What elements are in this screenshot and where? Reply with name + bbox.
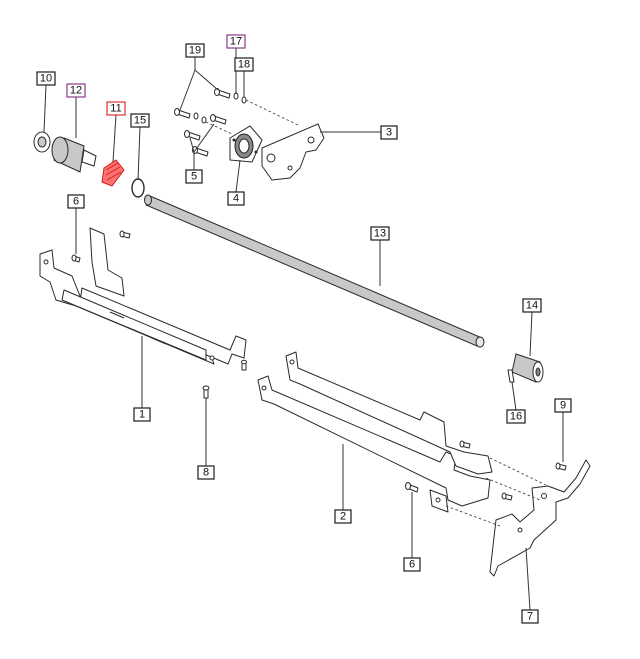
callout-3: 3 [380, 125, 398, 140]
part-1-left-rail [39, 227, 247, 365]
part-8-screw [202, 385, 210, 399]
assembly-line [489, 457, 553, 489]
callout-15: 15 [130, 113, 150, 128]
svg-text:4: 4 [233, 193, 239, 205]
callout-6-bottom: 6 [403, 557, 421, 572]
part-15-retaining-ring [131, 178, 145, 198]
part-6-screw-bottom [405, 482, 419, 493]
callout-18: 18 [234, 57, 254, 72]
callout-2: 2 [334, 509, 352, 524]
part-3-mount-bracket [261, 123, 325, 181]
svg-text:14: 14 [526, 300, 538, 312]
callout-6-top: 6 [67, 194, 85, 209]
svg-text:1: 1 [139, 409, 145, 421]
svg-text:10: 10 [40, 73, 52, 85]
svg-text:6: 6 [409, 559, 415, 571]
assembly-line [245, 99, 301, 127]
svg-text:19: 19 [189, 45, 201, 57]
svg-text:12: 12 [70, 85, 82, 97]
small-screw [241, 359, 247, 371]
svg-text:9: 9 [560, 400, 566, 412]
svg-text:7: 7 [527, 611, 533, 623]
part-14-sleeve [511, 353, 544, 383]
part-13-shaft [144, 194, 485, 348]
svg-text:15: 15 [134, 115, 146, 127]
svg-text:18: 18 [238, 59, 250, 71]
svg-text:16: 16 [510, 411, 522, 423]
callout-8: 8 [197, 465, 215, 480]
loose-screw [119, 230, 131, 239]
callout-12: 12 [66, 83, 86, 98]
part-12-bushing [51, 136, 97, 173]
svg-text:11: 11 [110, 103, 121, 115]
callout-17: 17 [226, 34, 246, 49]
bracket-screw [501, 492, 513, 501]
svg-text:3: 3 [386, 127, 392, 139]
part-2-right-rail [257, 351, 493, 513]
assembly-line [445, 505, 501, 527]
callout-10: 10 [36, 71, 56, 86]
part-16-pin [507, 369, 515, 383]
callout-16: 16 [506, 409, 526, 424]
part-7-end-bracket [489, 459, 591, 577]
svg-text:13: 13 [374, 228, 386, 240]
callout-13: 13 [370, 226, 390, 241]
svg-text:6: 6 [73, 196, 79, 208]
callout-19: 19 [185, 43, 205, 58]
part-19-screws [174, 88, 231, 119]
part-11-gear [101, 159, 125, 187]
svg-text:8: 8 [203, 467, 209, 479]
assembly-line [205, 121, 233, 135]
part-4-flange-bearing [229, 125, 263, 163]
part-9-screw [555, 462, 567, 471]
part-6-screw-top [71, 254, 81, 263]
callout-7: 7 [521, 609, 539, 624]
svg-text:17: 17 [230, 36, 242, 48]
svg-text:2: 2 [340, 511, 346, 523]
callout-14: 14 [522, 298, 542, 313]
callout-5: 5 [185, 169, 203, 184]
callout-11: 11 [106, 101, 126, 116]
svg-text:5: 5 [191, 171, 197, 183]
part-10-washer [33, 131, 51, 153]
callout-9: 9 [554, 398, 572, 413]
part-2-screw [459, 440, 471, 449]
callout-1: 1 [133, 407, 151, 422]
part-5-screws [184, 114, 227, 157]
callout-4: 4 [227, 191, 245, 206]
